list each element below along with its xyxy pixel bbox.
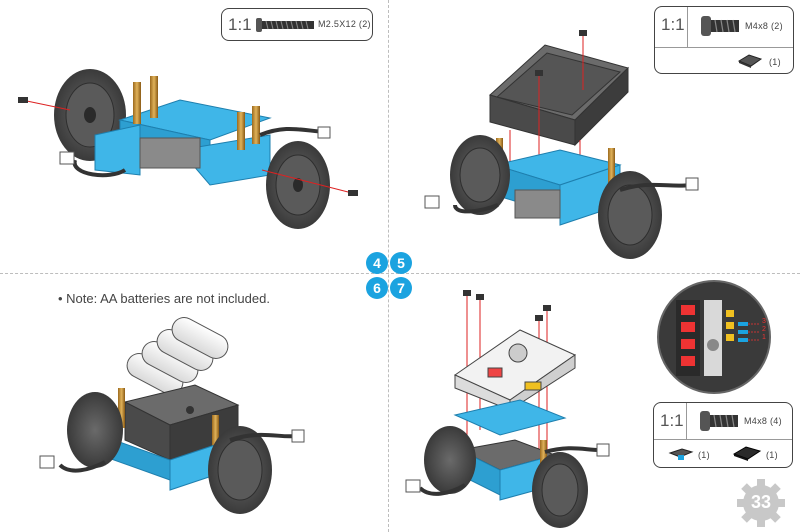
step7-screw-label: M4x8 (4) <box>744 416 782 426</box>
page-number: 33 <box>750 492 772 512</box>
step7-part-a-label: (1) <box>698 450 710 460</box>
vertical-divider <box>388 0 389 532</box>
page-number-gear: 33 <box>736 478 786 528</box>
screw-m25x12-icon <box>256 18 314 32</box>
step5-ratio: 1:1 <box>661 15 685 34</box>
step4-ratio: 1:1 <box>228 15 252 34</box>
screw-m4x8-icon-step7 <box>700 411 738 431</box>
step4-right-wheel <box>266 141 330 229</box>
step5-ratio-divider <box>687 7 688 47</box>
port-label-3: 3 <box>762 318 766 325</box>
step4-screw-right <box>348 190 358 196</box>
step7-part-b-label: (1) <box>766 450 778 460</box>
battery-note: • Note: AA batteries are not included. <box>58 291 270 306</box>
step4-illustration <box>18 69 358 229</box>
step5-screw-label: M4x8 (2) <box>745 21 783 31</box>
step4-parts-box: 1:1 M2.5X12 (2) <box>221 8 373 41</box>
nut-icon <box>737 54 763 68</box>
step4-screw-label: M2.5X12 (2) <box>318 19 371 29</box>
screw-m4x8-icon <box>701 16 739 36</box>
port-label-1: 1 <box>762 334 766 341</box>
aa-batteries <box>126 317 229 395</box>
step-badge-6: 6 <box>366 277 388 299</box>
port-label-2: 2 <box>762 326 766 333</box>
step4-screw-left <box>18 97 28 103</box>
gear-icon <box>737 479 785 527</box>
step-badge-5: 5 <box>390 252 412 274</box>
step7-row-divider <box>654 439 792 440</box>
step-badge-4: 4 <box>366 252 388 274</box>
step5-nut-label: (1) <box>769 57 781 67</box>
step5-parts-box: 1:1 M4x8 (2) (1) <box>654 6 794 74</box>
step6-illustration <box>39 317 305 514</box>
step4-guide-line-left <box>21 99 71 111</box>
step7-ratio-divider <box>686 403 687 439</box>
port-zoom-callout <box>657 280 771 394</box>
step-badge-7: 7 <box>390 277 412 299</box>
connector-part-icon <box>732 446 762 461</box>
step7-illustration <box>405 290 610 528</box>
bracket-part-icon <box>668 448 694 460</box>
step7-ratio: 1:1 <box>660 411 684 430</box>
step5-illustration <box>424 30 699 259</box>
step7-parts-box: 1:1 M4x8 (4) (1) (1) <box>653 402 793 468</box>
step5-row-divider <box>655 47 793 48</box>
